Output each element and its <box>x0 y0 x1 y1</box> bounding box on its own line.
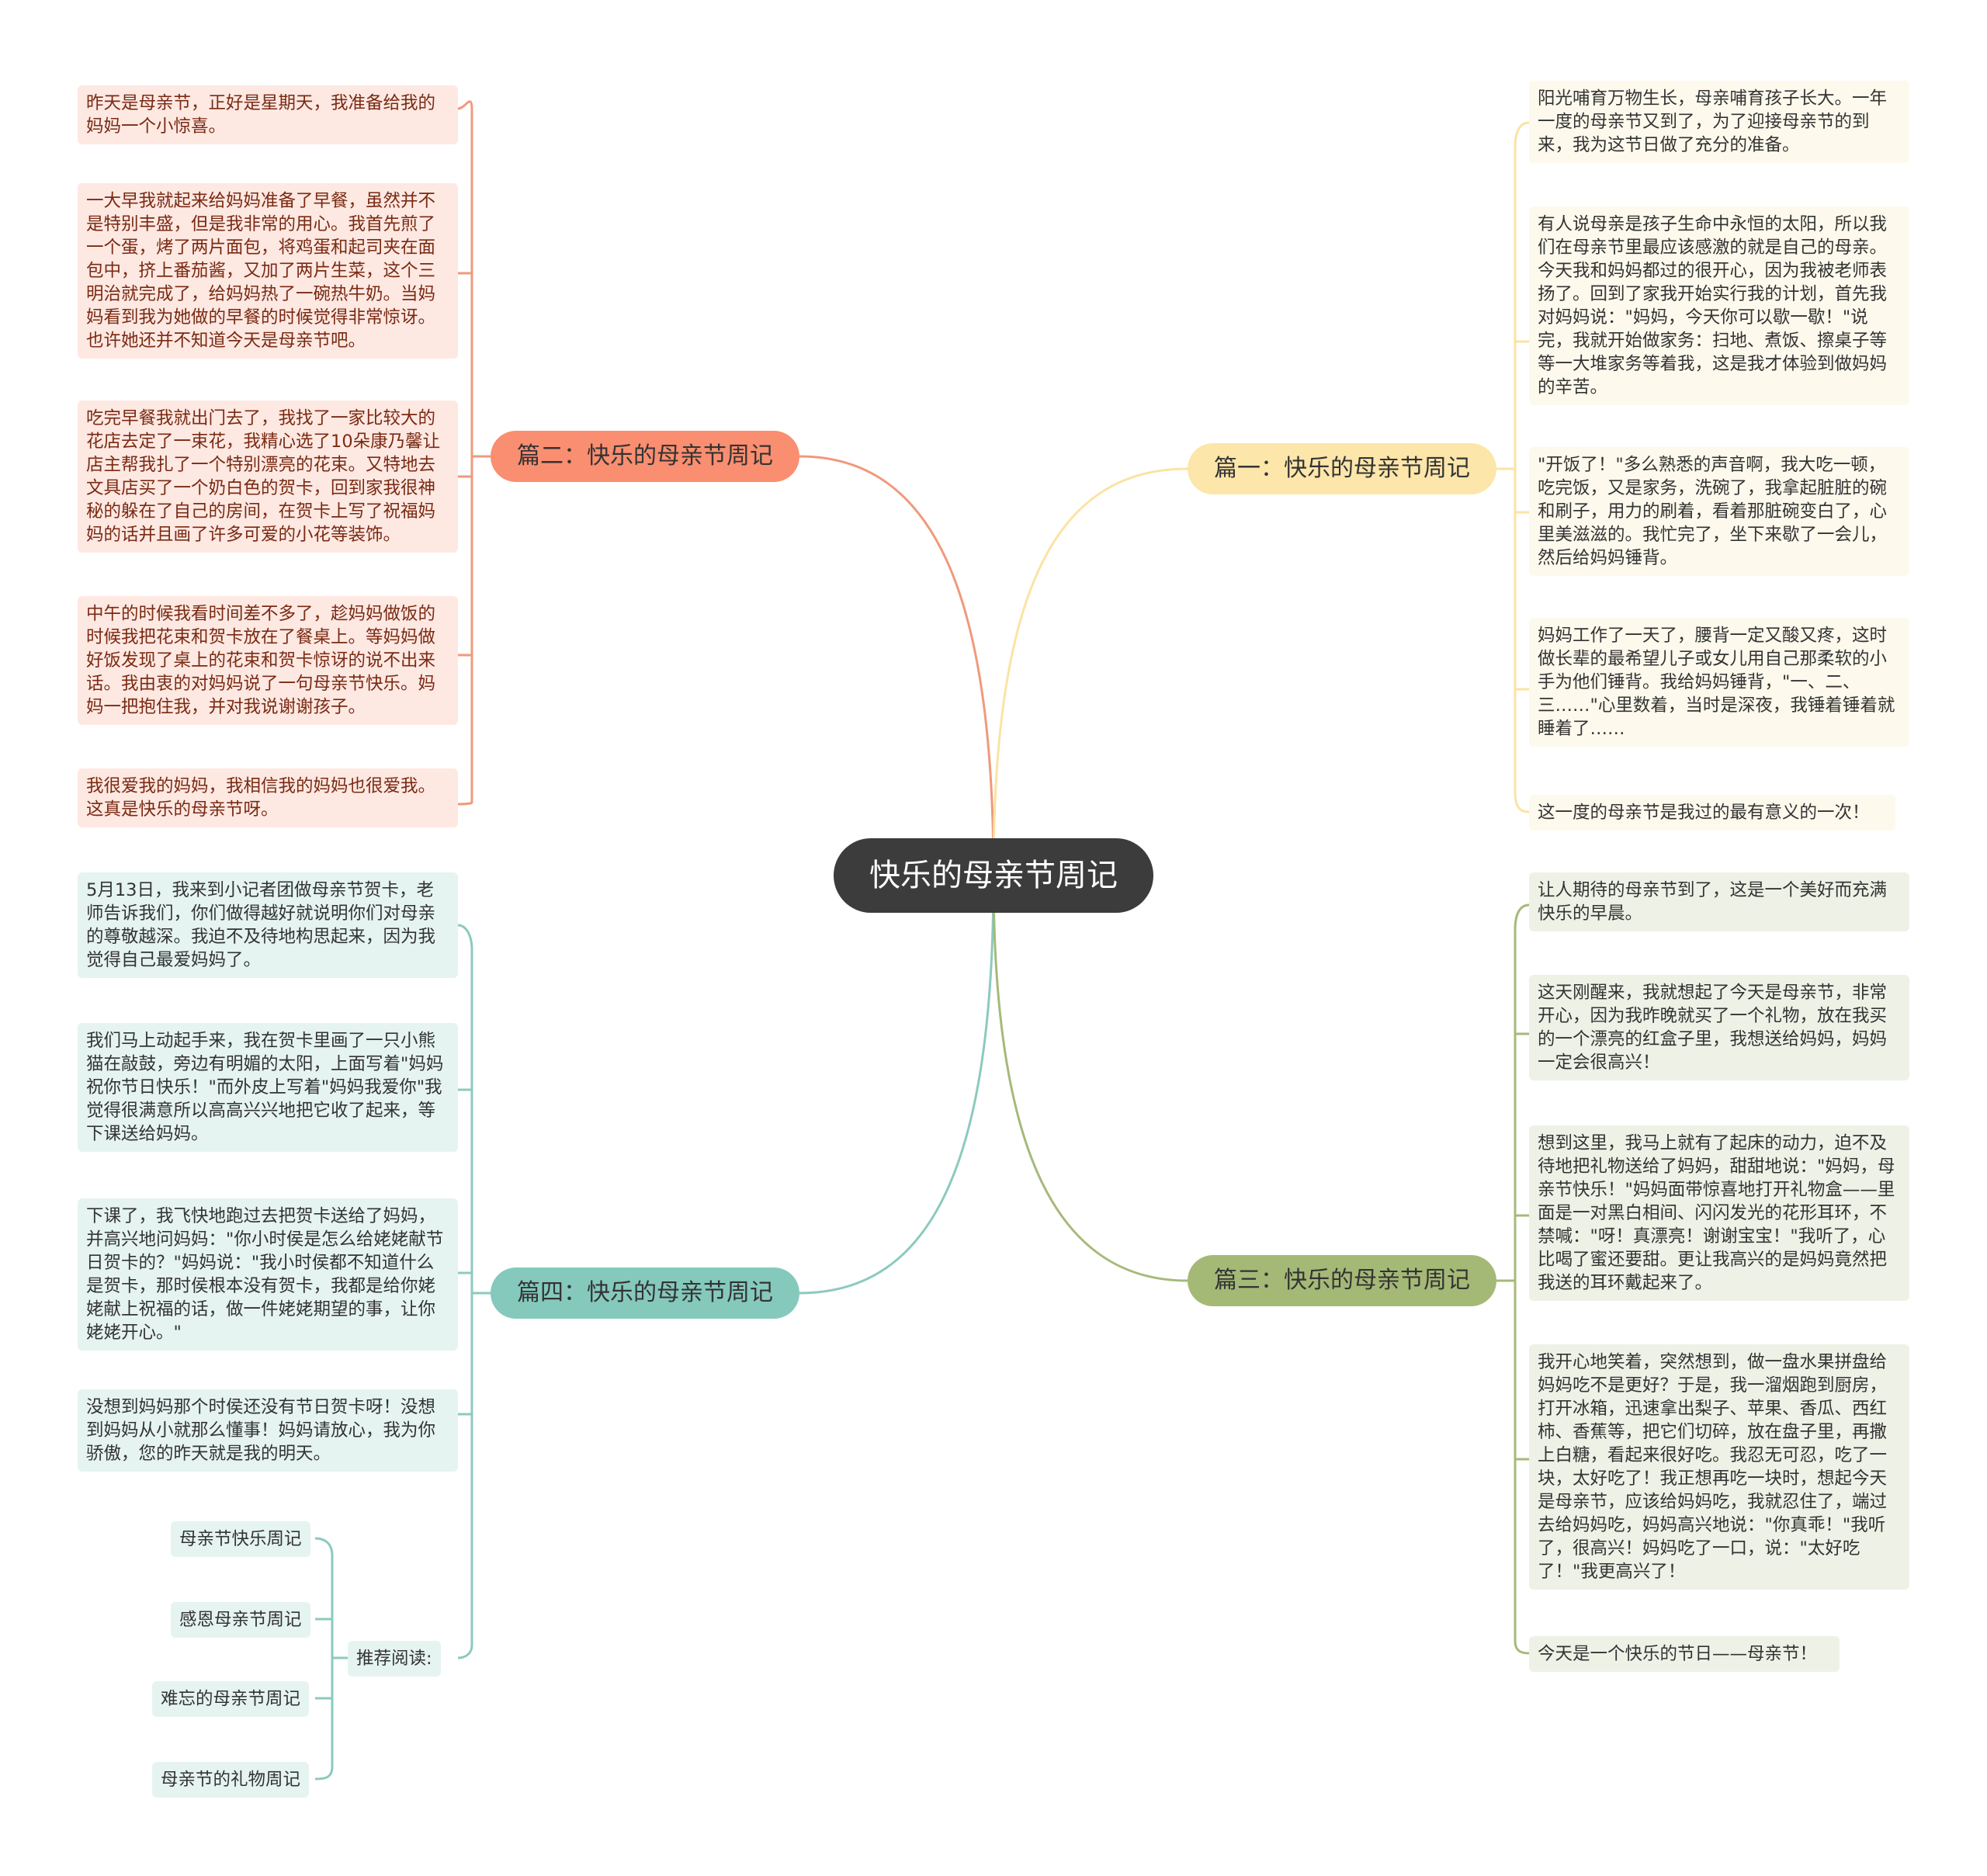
branch-4-item-4[interactable]: 没想到妈妈那个时侯还没有节日贺卡呀！没想到妈妈从小就那么懂事！妈妈请放心，我为你… <box>78 1389 458 1472</box>
branch-2-item-5[interactable]: 我很爱我的妈妈，我相信我的妈妈也很爱我。这真是快乐的母亲节呀。 <box>78 768 458 827</box>
branch-2-item-4[interactable]: 中午的时候我看时间差不多了，趁妈妈做饭的时候我把花束和贺卡放在了餐桌上。等妈妈做… <box>78 596 458 725</box>
branch-1-item-5[interactable]: 这一度的母亲节是我过的最有意义的一次！ <box>1529 795 1895 831</box>
branch-3-topic[interactable]: 篇三：快乐的母亲节周记 <box>1188 1255 1496 1306</box>
link-root-b2 <box>799 455 995 876</box>
branch-3-item-1[interactable]: 让人期待的母亲节到了，这是一个美好而充满快乐的早晨。 <box>1529 872 1909 931</box>
link-root-b3 <box>992 875 1188 1282</box>
recommend-item-4[interactable]: 母亲节的礼物周记 <box>152 1762 310 1798</box>
branch-2-item-2[interactable]: 一大早我就起来给妈妈准备了早餐，虽然并不是特别丰盛，但是我非常的用心。我首先煎了… <box>78 183 458 359</box>
branch-4-topic[interactable]: 篇四：快乐的母亲节周记 <box>491 1267 799 1319</box>
branch-2-item-1[interactable]: 昨天是母亲节，正好是星期天，我准备给我的妈妈一个小惊喜。 <box>78 85 458 144</box>
recommend-item-1[interactable]: 母亲节快乐周记 <box>171 1521 310 1557</box>
branch-1-item-1[interactable]: 阳光哺育万物生长，母亲哺育孩子长大。一年一度的母亲节又到了，为了迎接母亲节的到来… <box>1529 81 1909 163</box>
branch-2-topic[interactable]: 篇二：快乐的母亲节周记 <box>491 431 799 482</box>
root-topic[interactable]: 快乐的母亲节周记 <box>834 838 1153 913</box>
recommend-item-2[interactable]: 感恩母亲节周记 <box>171 1602 310 1638</box>
branch-4-item-1[interactable]: 5月13日，我来到小记者团做母亲节贺卡，老师告诉我们，你们做得越好就说明你们对母… <box>78 872 458 978</box>
branch-2-item-3[interactable]: 吃完早餐我就出门去了，我找了一家比较大的花店去定了一束花，我精心选了10朵康乃馨… <box>78 401 458 553</box>
branch-1-item-4[interactable]: 妈妈工作了一天了，腰背一定又酸又疼，这时做长辈的最希望儿子或女儿用自己那柔软的小… <box>1529 618 1909 747</box>
branch-1-topic[interactable]: 篇一：快乐的母亲节周记 <box>1188 443 1496 494</box>
recommend-label[interactable]: 推荐阅读: <box>348 1641 441 1677</box>
branch-1-item-3[interactable]: "开饭了！"多么熟悉的声音啊，我大吃一顿，吃完饭，又是家务，洗碗了，我拿起脏脏的… <box>1529 447 1909 576</box>
link-root-b1 <box>992 467 1188 876</box>
branch-4-item-2[interactable]: 我们马上动起手来，我在贺卡里画了一只小熊猫在敲鼓，旁边有明媚的太阳，上面写着"妈… <box>78 1023 458 1152</box>
branch-3-item-5[interactable]: 今天是一个快乐的节日——母亲节！ <box>1529 1636 1840 1672</box>
recommend-item-3[interactable]: 难忘的母亲节周记 <box>152 1681 310 1717</box>
branch-1-item-2[interactable]: 有人说母亲是孩子生命中永恒的太阳，所以我们在母亲节里最应该感激的就是自己的母亲。… <box>1529 206 1909 405</box>
link-root-b4 <box>799 875 995 1295</box>
branch-3-item-2[interactable]: 这天刚醒来，我就想起了今天是母亲节，非常开心，因为我昨晚就买了一个礼物，放在我买… <box>1529 975 1909 1080</box>
branch-4-item-3[interactable]: 下课了，我飞快地跑过去把贺卡送给了妈妈，并高兴地问妈妈："你小时侯是怎么给姥姥献… <box>78 1198 458 1351</box>
branch-3-item-3[interactable]: 想到这里，我马上就有了起床的动力，迫不及待地把礼物送给了妈妈，甜甜地说："妈妈，… <box>1529 1125 1909 1301</box>
branch-3-item-4[interactable]: 我开心地笑着，突然想到，做一盘水果拼盘给妈妈吃不是更好？于是，我一溜烟跑到厨房，… <box>1529 1344 1909 1590</box>
